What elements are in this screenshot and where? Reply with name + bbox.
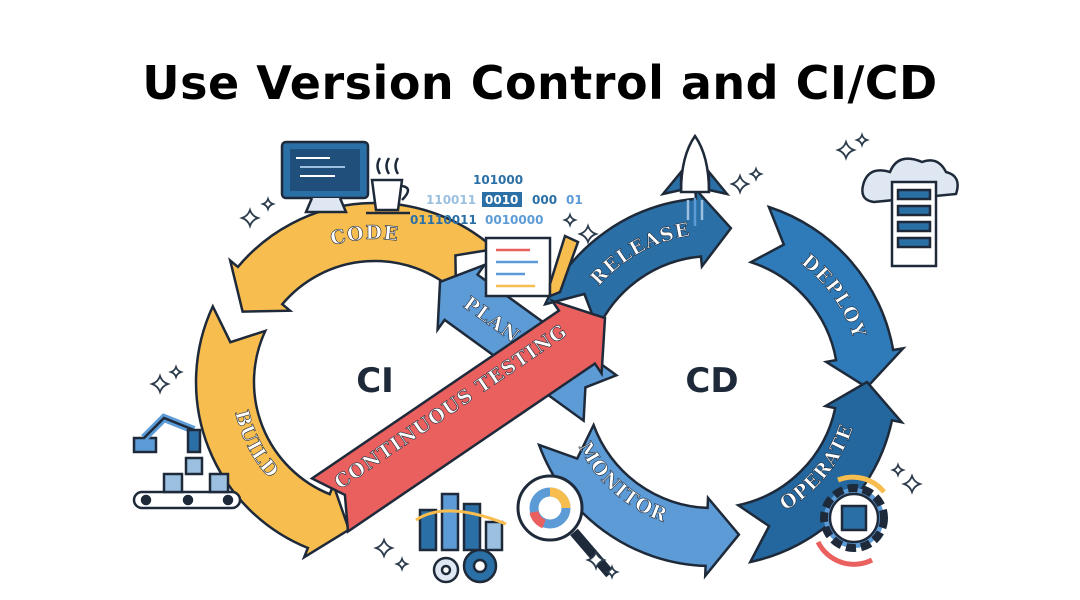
segment-deploy-arrow	[747, 204, 907, 390]
binary-code-text: 101000 110011 0010 000 01 01110011 00100…	[410, 173, 583, 227]
rocket-icon	[659, 133, 731, 226]
segment-code-arrow	[228, 201, 498, 313]
sparkle-icon	[729, 173, 751, 195]
sparkle-icon	[394, 556, 410, 572]
sparkle-icon	[585, 549, 607, 571]
robot-arm-icon	[132, 413, 242, 510]
sparkle-icon	[577, 223, 599, 245]
coffee-cup-icon	[366, 157, 410, 215]
svg-text:101000: 101000	[473, 173, 523, 187]
svg-text:01110011: 01110011	[410, 213, 477, 227]
sparkle-icon	[748, 166, 764, 182]
cd-label: CD	[685, 361, 738, 401]
magnifier-chart-icon	[516, 474, 614, 578]
segment-label-continuous-testing: CONTINUOUS TESTING	[331, 320, 572, 494]
sparkle-icon	[149, 132, 923, 580]
segment-continuous-testing-arrow	[309, 298, 607, 534]
sparkle-icon	[890, 462, 906, 478]
svg-text:0010: 0010	[485, 193, 518, 207]
sparkle-icon	[901, 473, 923, 495]
segment-operate-arrow	[735, 380, 906, 564]
svg-text:110011: 110011	[426, 193, 476, 207]
document-pencil-icon	[484, 234, 580, 298]
sparkle-icon	[373, 537, 395, 559]
sparkle-icon	[562, 212, 578, 228]
sparkle-icon	[835, 139, 857, 161]
cloud-server-icon	[861, 157, 959, 268]
page-title: Use Version Control and CI/CD	[142, 56, 938, 110]
svg-text:000: 000	[532, 193, 557, 207]
segment-build-arrow	[194, 303, 351, 561]
sparkle-icon	[260, 196, 276, 212]
sparkle-icon	[149, 373, 171, 395]
monitor-icon	[280, 140, 370, 214]
svg-text:01: 01	[566, 193, 583, 207]
sparkle-icon	[168, 364, 184, 380]
sparkle-icon	[854, 132, 870, 148]
sparkle-icon	[239, 207, 261, 229]
sparkle-icon	[604, 564, 620, 580]
bar-chart-gear-icon	[415, 492, 507, 584]
gear-chip-icon	[815, 474, 888, 567]
ci-label: CI	[356, 361, 394, 401]
segment-release-arrow	[542, 185, 733, 332]
svg-text:0010000: 0010000	[485, 213, 543, 227]
